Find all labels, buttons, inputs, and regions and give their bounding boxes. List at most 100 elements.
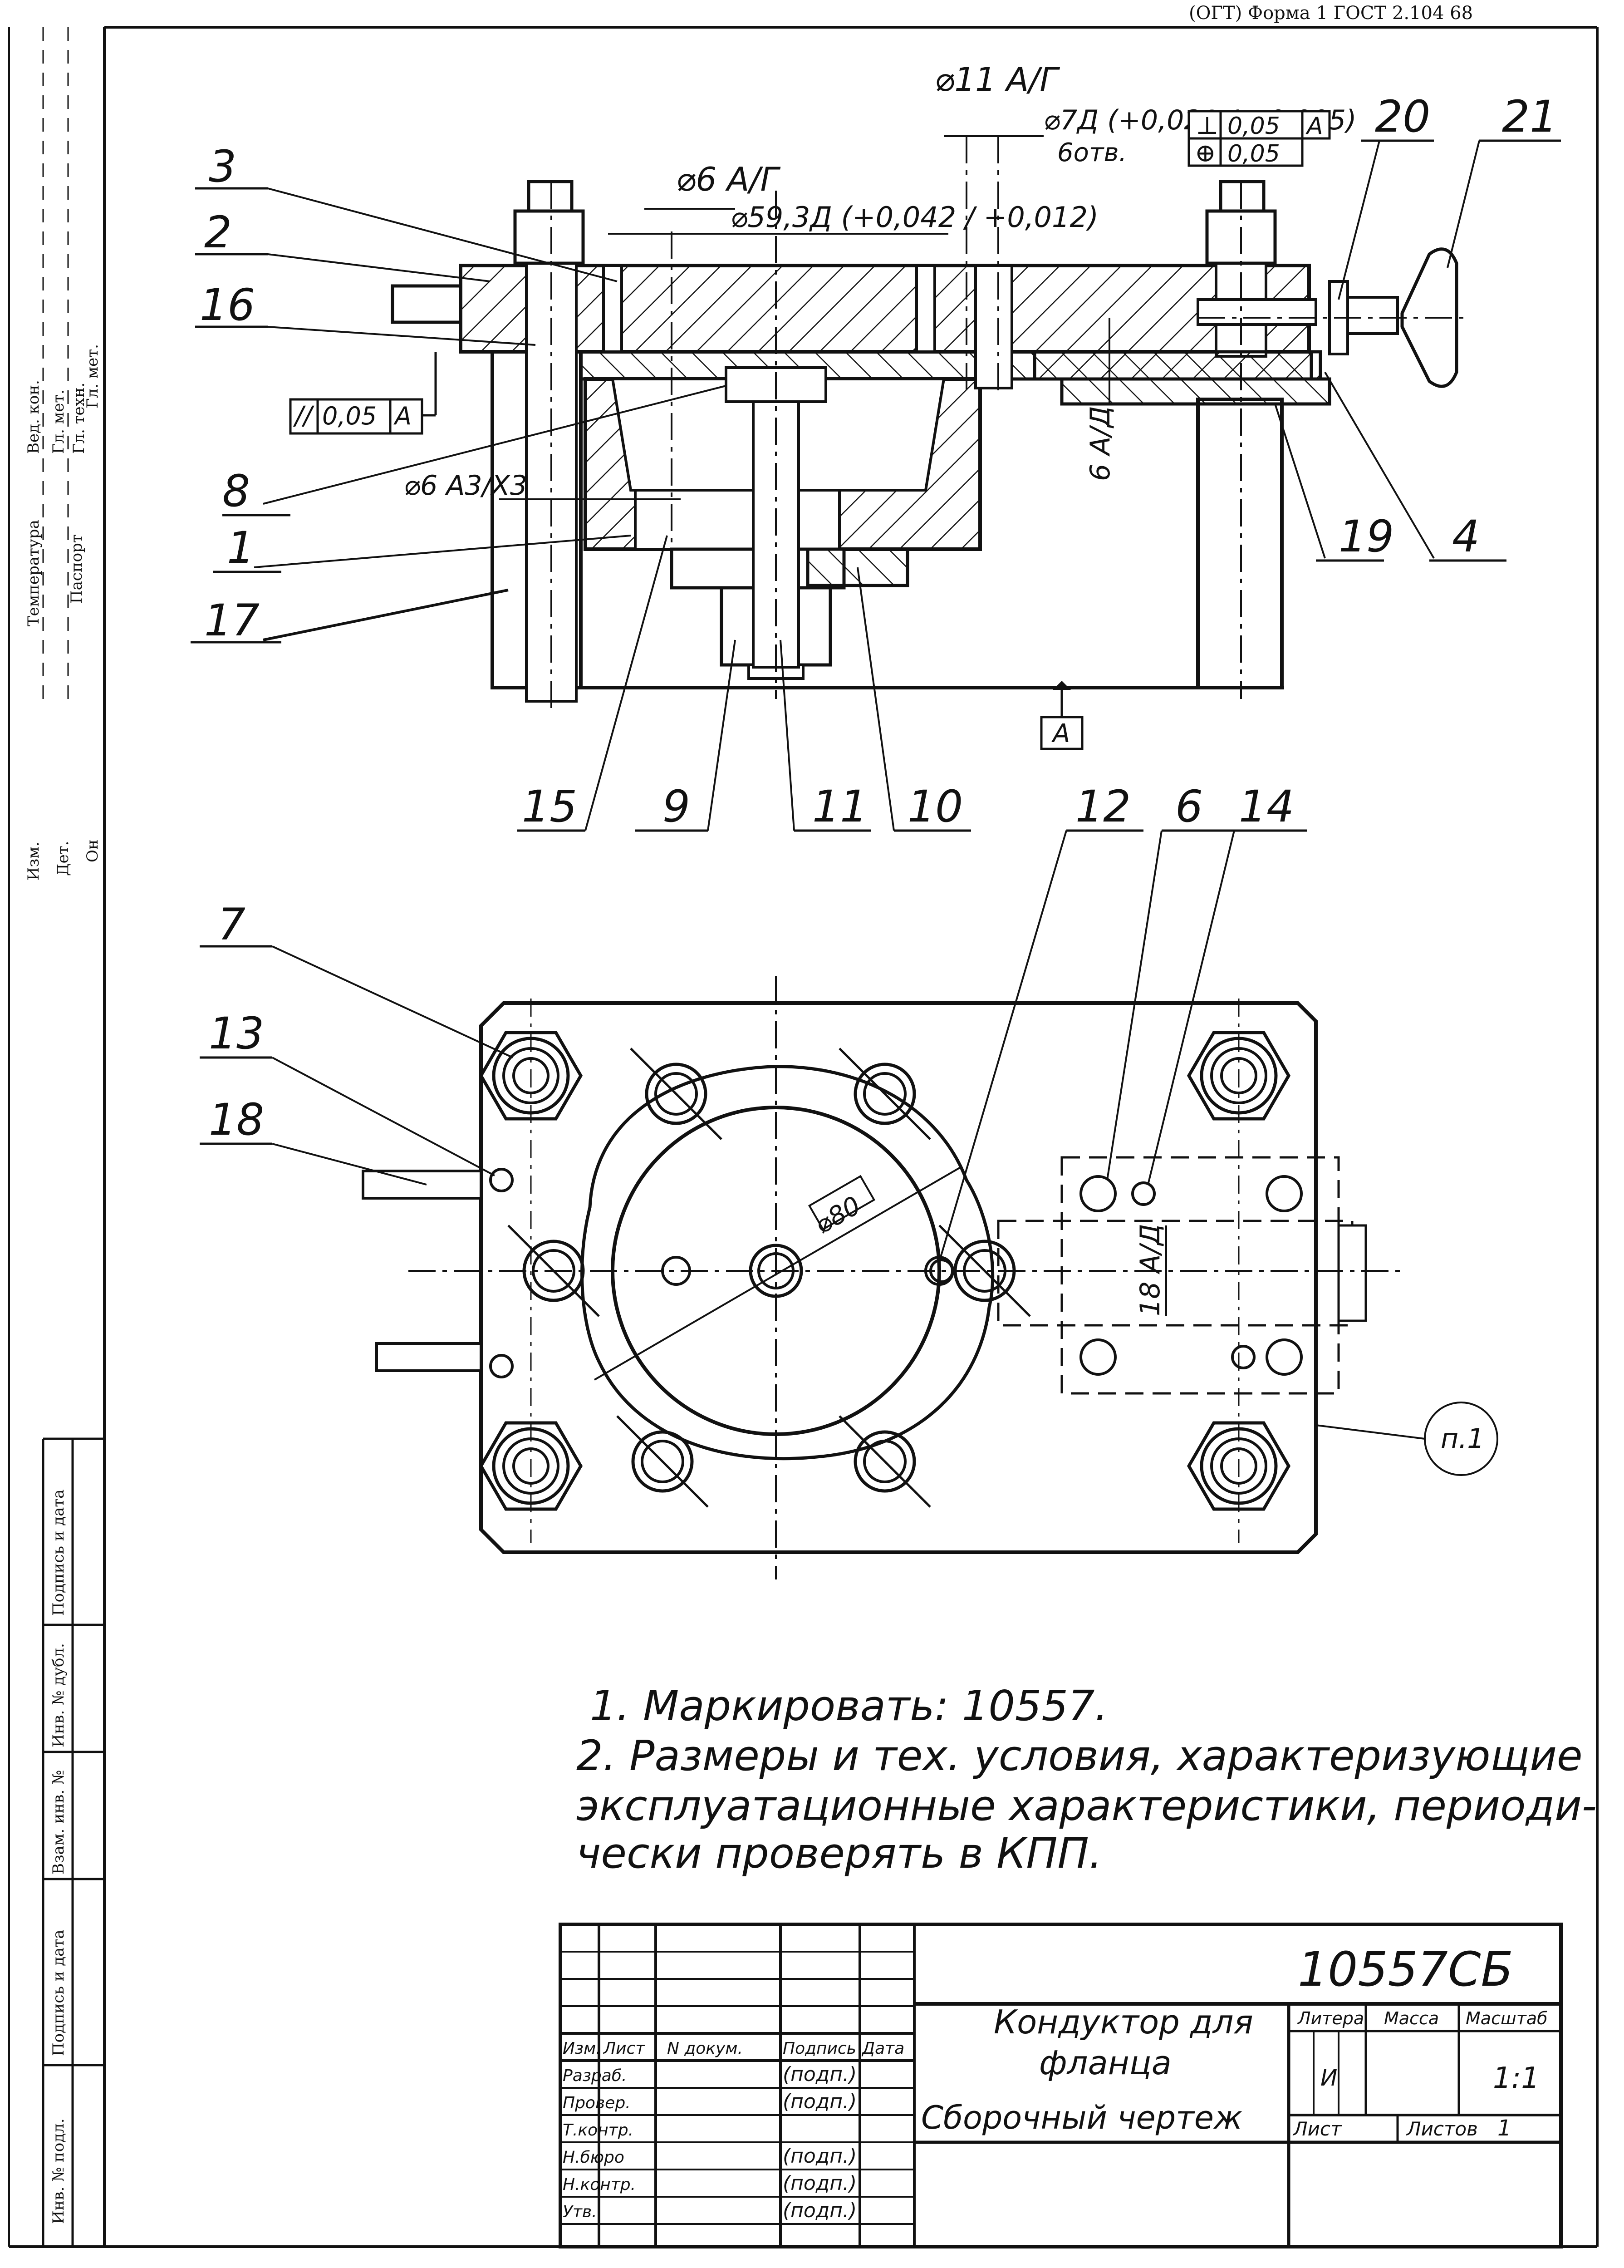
technical-notes: 1. Маркировать: 10557. 2. Размеры и тех.… bbox=[576, 1682, 1597, 1878]
callout-4: 4 bbox=[1452, 511, 1480, 562]
sig-utv: (подп.) bbox=[783, 2199, 857, 2222]
fcf-perp-frame bbox=[1187, 110, 1331, 140]
note-1: 1. Маркировать: 10557. bbox=[590, 1682, 1108, 1730]
fcf-perp-symbol: ⊥ bbox=[1196, 111, 1219, 140]
stamp-gl-met: Гл. мет. bbox=[49, 389, 68, 454]
callout-18: 18 bbox=[209, 1094, 264, 1145]
note-tag-label: п.1 bbox=[1441, 1423, 1484, 1455]
callout-6: 6 bbox=[1175, 781, 1203, 832]
col-data: Дата bbox=[861, 2039, 904, 2058]
fcf-perp-value: 0,05 bbox=[1227, 113, 1280, 140]
stamp-pasport: Паспорт bbox=[68, 534, 86, 604]
doc-name-line-2: фланца bbox=[1039, 2044, 1172, 2082]
sheet-frame: (ОГТ) Форма 1 ГОСТ 2.104 68 bbox=[8, 3, 1599, 2248]
sheets-value: 1 bbox=[1497, 2115, 1511, 2141]
stamp-gl-tekhn: Гл. техн. bbox=[70, 383, 88, 454]
slide-lower bbox=[1060, 377, 1331, 406]
col-podpis: Подпись bbox=[783, 2039, 856, 2058]
scale-value: 1:1 bbox=[1493, 2061, 1540, 2095]
sheet-label: Лист bbox=[1292, 2118, 1342, 2140]
datum-box bbox=[1040, 716, 1084, 750]
tol-d59: ⌀59,3Д (+0,042 / +0,012) bbox=[731, 201, 1099, 234]
callout-15: 15 bbox=[522, 781, 577, 832]
callout-12: 12 bbox=[1075, 781, 1131, 832]
sig-nkontr: (подп.) bbox=[783, 2172, 857, 2195]
role-tkontr: Т.контр. bbox=[563, 2121, 633, 2140]
datum-label: A bbox=[1051, 719, 1070, 748]
note-2-line-3: чески проверять в КПП. bbox=[576, 1829, 1102, 1878]
sig-razrab: (подп.) bbox=[783, 2063, 857, 2086]
doc-code: 10557СБ bbox=[1298, 1942, 1513, 1997]
callout-9: 9 bbox=[662, 781, 690, 832]
body-leg-right bbox=[1196, 398, 1284, 689]
callout-19: 19 bbox=[1339, 511, 1394, 562]
doc-type: Сборочный чертеж bbox=[921, 2099, 1242, 2136]
slide-plate bbox=[1033, 350, 1322, 381]
tol-d11: ⌀11 A/Г bbox=[935, 60, 1060, 98]
col-izm: Изм. bbox=[563, 2039, 601, 2058]
role-nburo: Н.бюро bbox=[563, 2148, 624, 2167]
datum-triangle bbox=[1053, 681, 1071, 690]
stamp-ved-kon: Вед. кон. bbox=[25, 380, 43, 454]
fcf-pos-frame bbox=[1187, 137, 1304, 167]
fcf-parallel-frame bbox=[289, 398, 423, 435]
tol-d6: ⌀6 A/Г bbox=[676, 160, 781, 198]
callout-1: 1 bbox=[227, 522, 255, 573]
section-view bbox=[391, 136, 1466, 708]
top-plate bbox=[459, 264, 1311, 354]
callout-16: 16 bbox=[200, 280, 255, 330]
role-utv: Утв. bbox=[563, 2203, 597, 2221]
sig-nburo: (подп.) bbox=[783, 2145, 857, 2168]
stamp-podpis-data-2: Подпись и дата bbox=[49, 1930, 68, 2056]
callout-13: 13 bbox=[209, 1008, 264, 1059]
stamp-det: Дет. bbox=[54, 841, 72, 876]
callout-10: 10 bbox=[908, 781, 963, 832]
doc-name-line-1: Кондуктор для bbox=[994, 2003, 1253, 2041]
fcf-parallel-value: 0,05 bbox=[322, 402, 377, 430]
dim-18: 18 A/Д bbox=[1134, 1224, 1166, 1316]
callout-7: 7 bbox=[218, 899, 245, 950]
tol-6holes: 6отв. bbox=[1057, 138, 1127, 167]
stamp-gl-met-2: Гл. мет. bbox=[83, 344, 102, 408]
scale-label: Масштаб bbox=[1466, 2008, 1548, 2028]
section-callouts: 3 2 16 8 1 17 20 21 19 4 15 9 11 10 bbox=[191, 91, 1561, 832]
fcf-pos-value: 0,05 bbox=[1227, 140, 1280, 167]
litera-label: Литера bbox=[1297, 2008, 1364, 2028]
callout-21: 21 bbox=[1502, 91, 1557, 142]
plan-view bbox=[362, 976, 1407, 1579]
section-annotations: ⌀11 A/Г ⌀7Д (+0,021 / +0,005) 6отв. ⊥ 0,… bbox=[289, 60, 1357, 750]
fcf-parallel-ref: A bbox=[393, 402, 412, 430]
stamp-on: Он bbox=[83, 839, 102, 862]
stamp-inv-podl: Инв. № подл. bbox=[49, 2118, 68, 2224]
tol-d6b: ⌀6 A3/X3 bbox=[404, 470, 527, 502]
callout-14: 14 bbox=[1239, 781, 1294, 832]
tol-six: 6 A/Д bbox=[1084, 406, 1116, 481]
fcf-pos-symbol: ⊕ bbox=[1195, 138, 1216, 168]
col-list: Лист bbox=[603, 2039, 645, 2058]
note-2-line-2: эксплуатационные характеристики, периоди… bbox=[576, 1781, 1597, 1830]
callout-11: 11 bbox=[812, 781, 868, 832]
handle-rod-left bbox=[391, 284, 462, 324]
role-prover: Провер. bbox=[563, 2094, 631, 2112]
litera-value: И bbox=[1320, 2065, 1337, 2091]
callout-17: 17 bbox=[204, 595, 260, 646]
note-2-line-1: 2. Размеры и тех. условия, характеризующ… bbox=[576, 1732, 1583, 1780]
role-razrab: Разраб. bbox=[563, 2066, 627, 2085]
callout-2: 2 bbox=[204, 207, 232, 258]
note-tag: п.1 bbox=[1315, 1402, 1498, 1476]
callout-20: 20 bbox=[1375, 91, 1430, 142]
sig-prover: (подп.) bbox=[783, 2090, 857, 2113]
mass-label: Масса bbox=[1384, 2008, 1439, 2028]
stamp-inv-dubl: Инв. № дубл. bbox=[49, 1643, 68, 1747]
role-nkontr: Н.контр. bbox=[563, 2175, 636, 2194]
stamp-temperatura: Температура bbox=[25, 520, 43, 626]
callout-8: 8 bbox=[222, 466, 250, 517]
stamp-vzam-inv: Взам. инв. № bbox=[49, 1770, 68, 1874]
title-block: 10557СБ Кондуктор для фланца Сборочный ч… bbox=[559, 1923, 1563, 2248]
plan-callouts: 7 13 18 12 6 14 bbox=[200, 781, 1307, 1262]
stamp-izm: Изм. bbox=[25, 842, 43, 881]
col-ndokum: N докум. bbox=[667, 2039, 743, 2058]
flange-outline bbox=[580, 1065, 995, 1461]
sheets-label: Листов bbox=[1406, 2118, 1478, 2140]
